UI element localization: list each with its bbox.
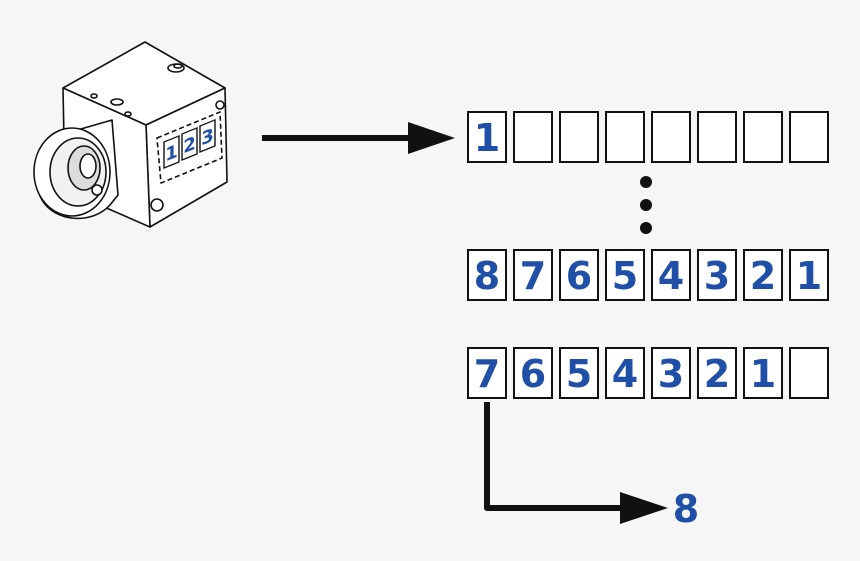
output-frame-label: 8 [673, 487, 699, 531]
buffer-row-after-cell-label: 4 [612, 352, 638, 396]
capture-arrow [262, 122, 455, 154]
camera-buffer-cell [163, 134, 180, 169]
buffer-row-after-cell [651, 347, 691, 399]
buffer-row-after-cell [559, 347, 599, 399]
ellipsis-dot [640, 222, 652, 234]
buffer-row-after-cell-label: 5 [566, 352, 592, 396]
buffer-row-full-cell [467, 249, 507, 301]
camera-led-icon [215, 100, 225, 110]
buffer-row-first-cell [605, 111, 645, 163]
buffer-row-full-cell-label: 6 [566, 254, 592, 298]
buffer-row-full-cell [789, 249, 829, 301]
buffer-row-full-cell [559, 249, 599, 301]
camera-mount-hole-icon [110, 98, 124, 106]
buffer-row-full-cell-label: 2 [750, 254, 776, 298]
camera-buffer-slot: 2 [181, 126, 198, 161]
buffer-row-after-cell-label: 3 [658, 352, 684, 396]
buffer-row-full-cell-label: 1 [796, 254, 822, 298]
buffer-row-full-cell-label: 4 [658, 254, 684, 298]
camera-buffer-slot: 3 [199, 118, 216, 153]
buffer-row-after-cell [513, 347, 553, 399]
buffer-row-full-cell [743, 249, 783, 301]
buffer-row-after-cell-label: 6 [520, 352, 546, 396]
camera-buffer-outline [156, 111, 223, 184]
camera-buffer-cell [199, 118, 216, 153]
ellipsis-dot [640, 176, 652, 188]
output-arrow [484, 402, 668, 524]
buffer-row-first-cell [467, 111, 507, 163]
buffer-row-after-cell [789, 347, 829, 399]
buffer-row-full-cell [513, 249, 553, 301]
camera-buffer-label: 3 [201, 125, 214, 150]
buffer-row-full-cell-label: 5 [612, 254, 638, 298]
buffer-row-full-cell [605, 249, 645, 301]
buffer-row-full-cell-label: 3 [704, 254, 730, 298]
industrial-camera-icon [33, 41, 228, 228]
buffer-row-full-cell-label: 7 [520, 254, 546, 298]
buffer-row-first: 1 [467, 111, 829, 163]
buffer-row-first-cell [559, 111, 599, 163]
buffer-row-first-cell [789, 111, 829, 163]
output-arrow-shaft [484, 402, 632, 511]
camera-buffer-cell [181, 126, 198, 161]
buffer-row-after-cell [697, 347, 737, 399]
output-arrow-head [620, 492, 668, 524]
buffer-row-after-cell-label: 1 [750, 352, 776, 396]
camera-buffer-label: 1 [165, 141, 178, 166]
buffer-row-first-cell [697, 111, 737, 163]
camera-buffer-label: 2 [183, 133, 196, 158]
capture-arrow-head [408, 122, 455, 154]
camera-side-screw-icon [91, 184, 103, 196]
buffer-row-after-cell-label: 7 [474, 352, 500, 396]
buffer-row-after-cell [605, 347, 645, 399]
buffer-row-first-cell [651, 111, 691, 163]
buffer-row-first-cell [513, 111, 553, 163]
buffer-row-after-cell-label: 2 [704, 352, 730, 396]
buffer-row-first-cell-label: 1 [474, 116, 500, 160]
buffer-row-full-cell-label: 8 [474, 254, 500, 298]
ellipsis-dots [640, 176, 652, 234]
buffer-row-after-cell [743, 347, 783, 399]
buffer-row-full-cell [651, 249, 691, 301]
buffer-row-after-cell [467, 347, 507, 399]
buffer-row-first-cell [743, 111, 783, 163]
ellipsis-dot [640, 199, 652, 211]
camera-front-screw-icon [150, 198, 164, 212]
buffer-row-full-cell [697, 249, 737, 301]
camera-buffer-slot: 1 [163, 134, 180, 169]
